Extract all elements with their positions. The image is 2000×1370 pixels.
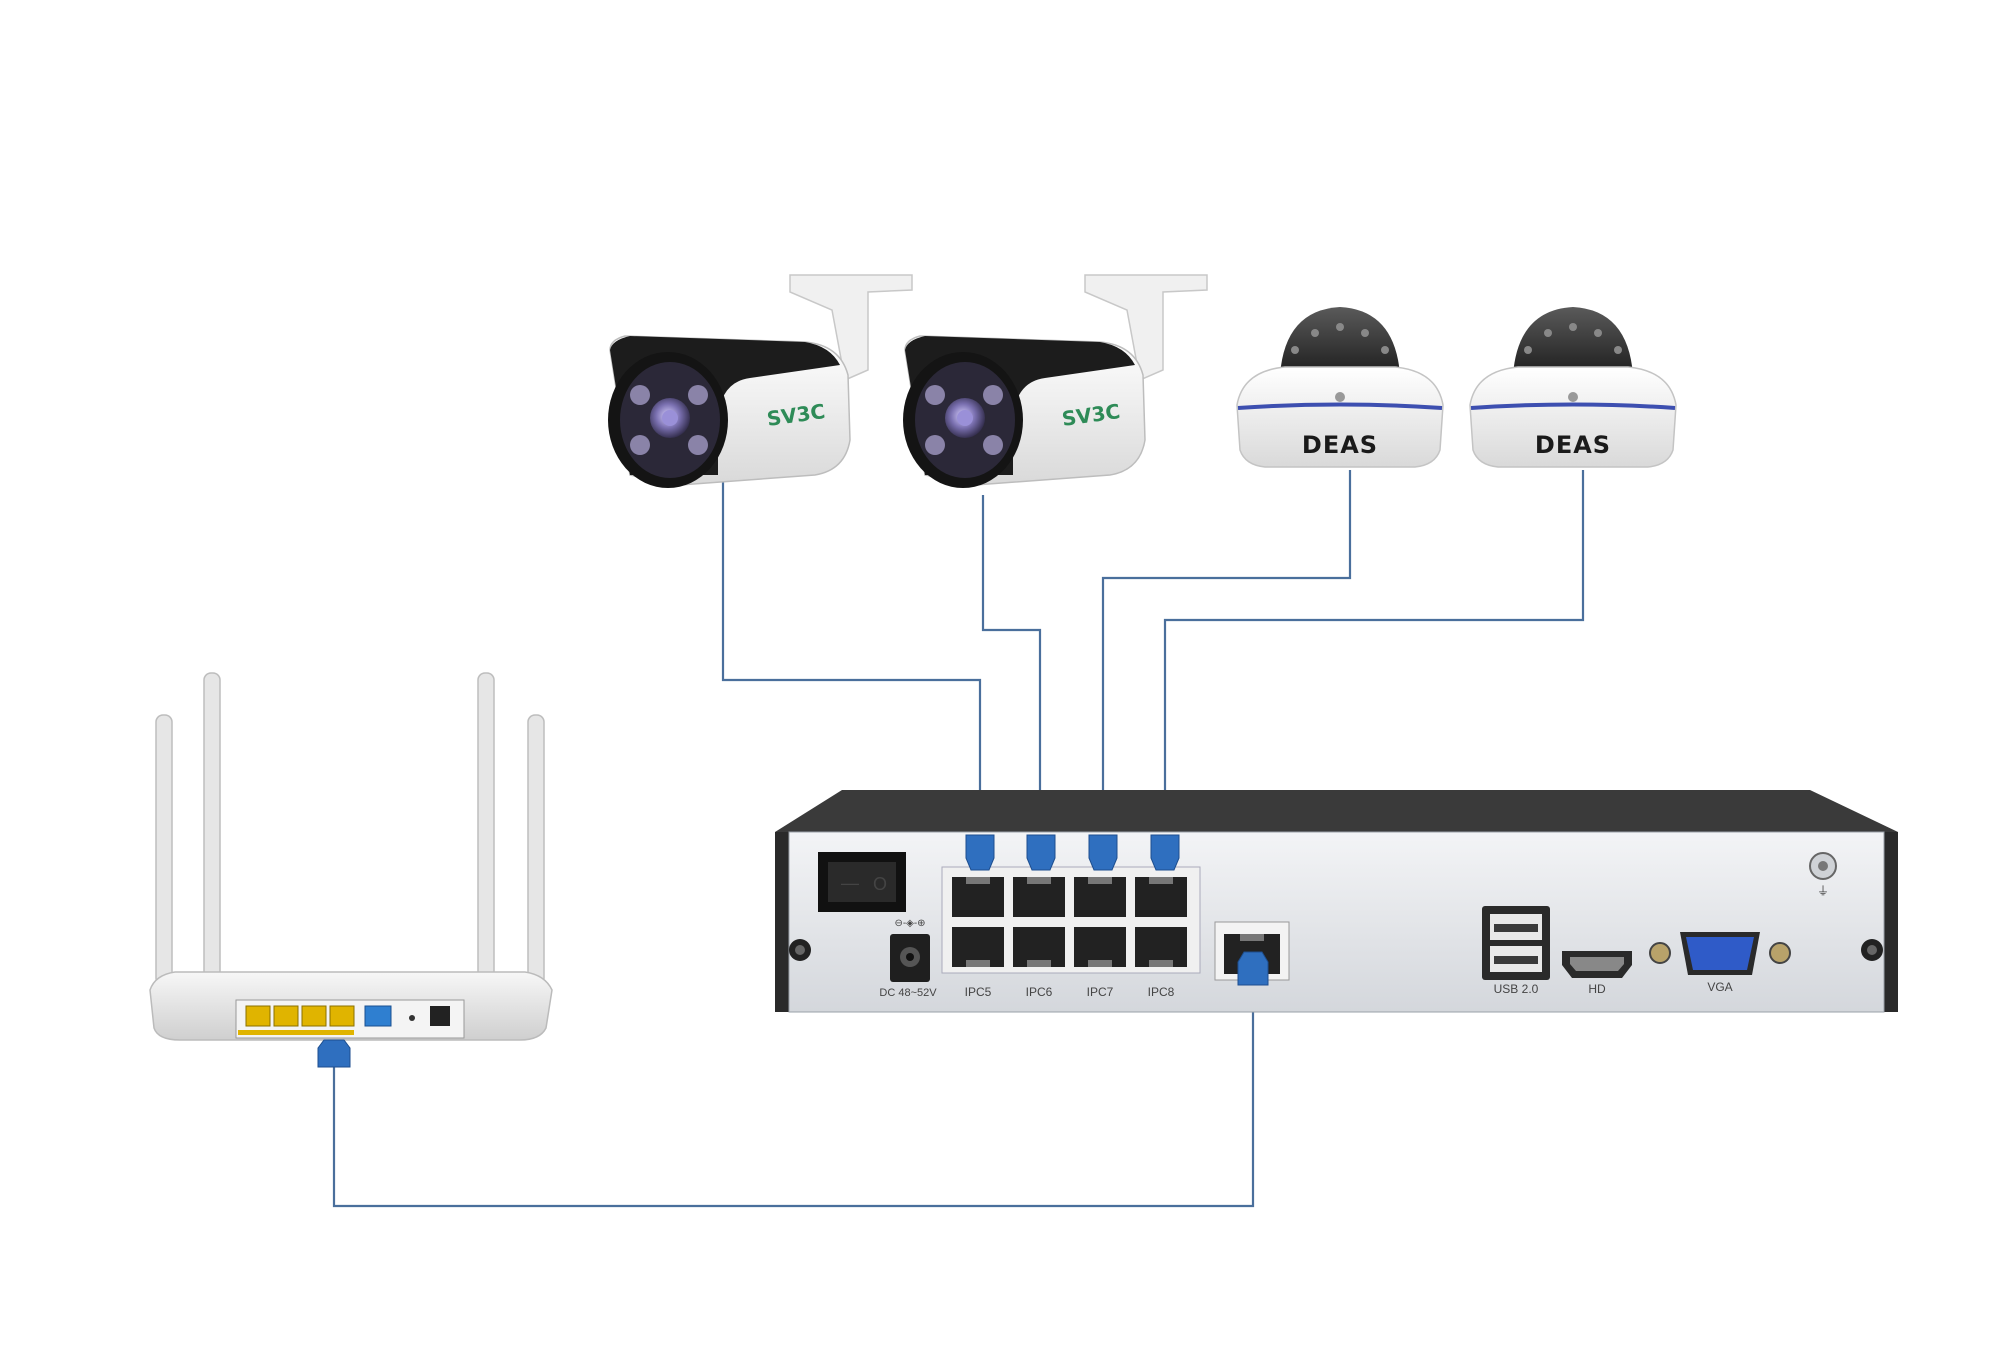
power-switch-off-label: — (841, 873, 859, 893)
polarity-symbol: ⊖-◈-⊕ (894, 918, 925, 929)
ground-screw-icon: ⏚ (1809, 852, 1837, 898)
vga-port[interactable] (1649, 932, 1791, 975)
vga-label: VGA (1707, 980, 1732, 994)
dc-power-label: DC 48~52V (879, 987, 937, 999)
router-port-underline (238, 1030, 354, 1035)
hdmi-label: HD (1588, 982, 1606, 996)
cable-connectors (317, 834, 1269, 1068)
usb-label: USB 2.0 (1494, 982, 1539, 996)
dc-power-jack[interactable] (890, 934, 930, 982)
router-wan-port[interactable] (364, 1005, 392, 1027)
router-power-jack[interactable] (430, 1006, 450, 1026)
cables (332, 470, 1585, 1208)
cable-camera1-ipc5 (721, 480, 982, 835)
router-antenna-icon (155, 672, 545, 986)
router-reset-button[interactable] (409, 1015, 415, 1021)
nvr-top-cover (775, 790, 1898, 832)
dome-camera-4: DEAS (1469, 307, 1677, 468)
router (149, 672, 553, 1041)
nvr-side-right (1884, 832, 1898, 1012)
cable-camera2-ipc6 (981, 495, 1042, 835)
hdmi-port[interactable] (1562, 951, 1632, 978)
dome-camera-3: DEAS (1236, 307, 1444, 468)
svg-text:⏚: ⏚ (1817, 884, 1829, 898)
power-switch[interactable]: — O (818, 852, 906, 912)
rj45-connector-icon (1088, 834, 1118, 871)
power-switch-on-label: O (873, 874, 887, 894)
nvr-side-left (775, 832, 789, 1012)
camera-brand-label: DEAS (1535, 431, 1611, 459)
port-label-ipc6: IPC6 (1026, 985, 1053, 999)
rj45-connector-icon (1237, 951, 1269, 986)
cable-camera4-ipc8 (1163, 470, 1585, 835)
rj45-connector-icon (965, 834, 995, 871)
nvr-recorder: — O ⊖-◈-⊕ DC 48~52V IPC5 (775, 790, 1898, 1013)
router-lan-ports[interactable] (245, 1005, 355, 1027)
usb-ports[interactable] (1482, 906, 1550, 980)
port-label-ipc7: IPC7 (1087, 985, 1114, 999)
rj45-connector-icon (317, 1039, 351, 1068)
cable-camera3-ipc7 (1101, 470, 1352, 835)
cable-nvr-router (332, 985, 1255, 1208)
rj45-connector-icon (1150, 834, 1180, 871)
bullet-camera-2: SV3C (903, 274, 1208, 488)
port-label-ipc8: IPC8 (1148, 985, 1175, 999)
camera-brand-label: DEAS (1302, 431, 1378, 459)
port-label-ipc5: IPC5 (965, 985, 992, 999)
rj45-connector-icon (1026, 834, 1056, 871)
bullet-camera-1: SV3C (608, 274, 913, 488)
